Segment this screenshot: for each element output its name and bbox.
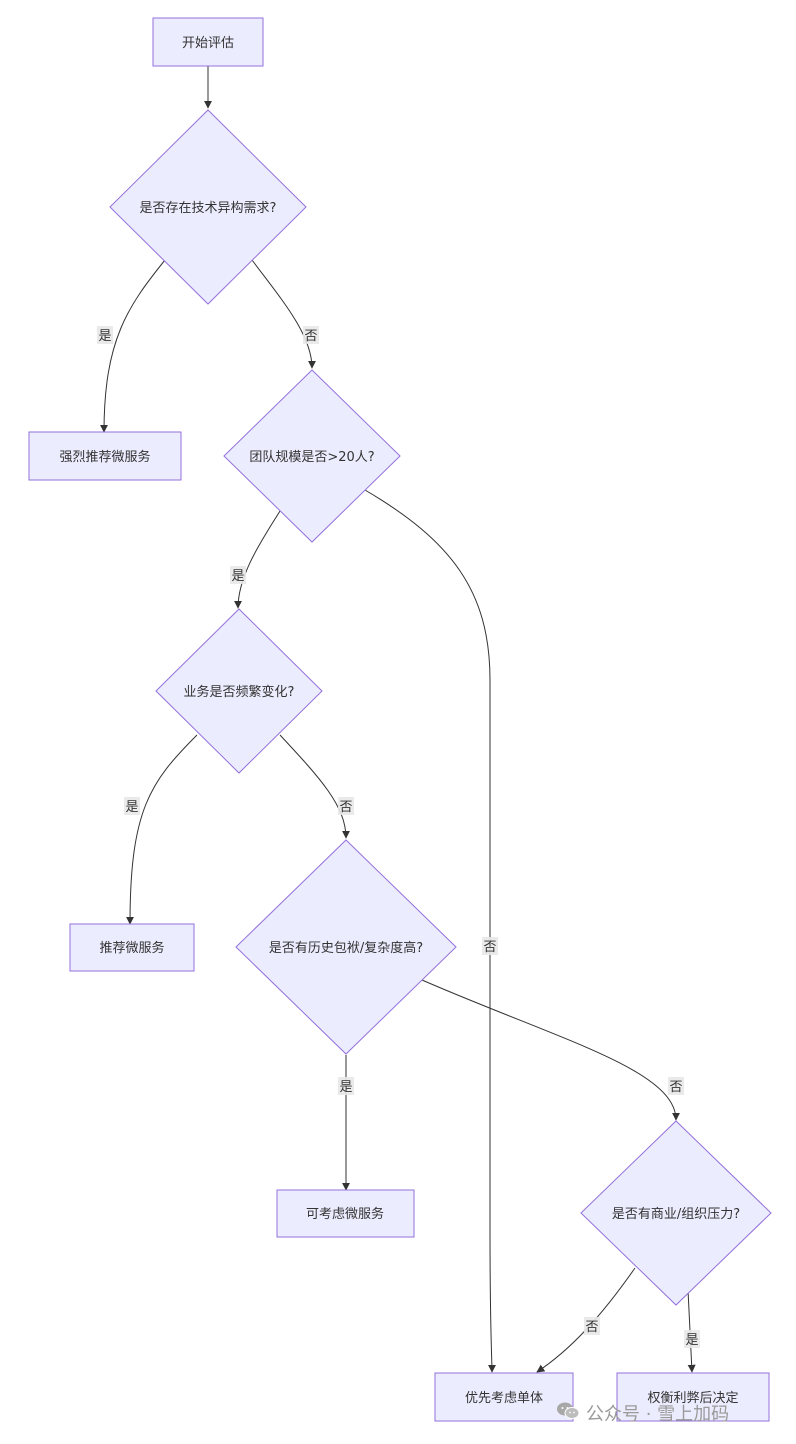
edge-label-business-no: 否 — [338, 797, 354, 815]
node-q-hetero: 是否存在技术异构需求? — [109, 109, 307, 305]
edge-label-legacy-no: 否 — [668, 1077, 684, 1095]
node-tradeoff: 权衡利弊后决定 — [616, 1372, 770, 1422]
edge-legacy-no — [421, 979, 680, 1121]
wechat-icon — [556, 1401, 580, 1426]
svg-text:否: 否 — [339, 800, 352, 815]
edge-team-no — [364, 489, 496, 1373]
edge-label-business-yes: 是 — [124, 797, 140, 815]
edge-label-team-no: 否 — [482, 937, 498, 955]
svg-text:推荐微服务: 推荐微服务 — [99, 940, 164, 956]
svg-text:是: 是 — [125, 800, 138, 815]
svg-text:是: 是 — [685, 1333, 698, 1348]
node-consider-micro: 可考虑微服务 — [276, 1189, 415, 1238]
svg-text:是: 是 — [98, 329, 111, 344]
watermark-text: 公众号 · 雪上加码 — [586, 1404, 730, 1425]
edge-label-legacy-yes: 是 — [338, 1077, 354, 1095]
watermark: 公众号 · 雪上加码 — [556, 1400, 729, 1426]
edge-label-hetero-yes: 是 — [97, 326, 113, 344]
node-start: 开始评估 — [152, 17, 264, 67]
svg-text:否: 否 — [585, 1320, 598, 1335]
svg-text:开始评估: 开始评估 — [182, 36, 234, 51]
svg-text:是否有历史包袱/复杂度高?: 是否有历史包袱/复杂度高? — [269, 940, 423, 956]
edge-business-yes — [126, 734, 198, 925]
svg-text:团队规模是否>20人?: 团队规模是否>20人? — [249, 450, 374, 465]
svg-text:权衡利弊后决定: 权衡利弊后决定 — [647, 1390, 738, 1406]
edge-team-yes — [234, 510, 281, 609]
edge-label-pressure-yes: 是 — [684, 1330, 700, 1348]
svg-text:优先考虑单体: 优先考虑单体 — [465, 1391, 543, 1406]
edge-label-pressure-no: 否 — [584, 1317, 600, 1335]
edge-business-no — [279, 734, 350, 839]
edge-label-hetero-no: 否 — [303, 326, 319, 344]
edge-labels: 是 否 是 否 是 否 是 否 — [97, 326, 700, 1348]
edge-hetero-no — [251, 259, 316, 369]
svg-text:是否存在技术异构需求?: 是否存在技术异构需求? — [140, 201, 277, 216]
edge-label-team-yes: 是 — [230, 566, 246, 584]
svg-text:可考虑微服务: 可考虑微服务 — [306, 1206, 384, 1222]
node-q-business: 业务是否频繁变化? — [155, 608, 323, 774]
svg-text:否: 否 — [669, 1080, 682, 1095]
svg-text:强烈推荐微服务: 强烈推荐微服务 — [59, 449, 150, 465]
svg-text:否: 否 — [483, 940, 496, 955]
node-recommend-micro: 推荐微服务 — [69, 923, 195, 972]
svg-text:否: 否 — [304, 329, 317, 344]
edges — [100, 66, 696, 1373]
edge-hetero-yes — [100, 259, 166, 433]
node-q-team: 团队规模是否>20人? — [223, 369, 401, 543]
node-q-pressure: 是否有商业/组织压力? — [580, 1120, 772, 1306]
nodes: 开始评估 是否存在技术异构需求? 强烈推荐微服务 团队规模是否>20人? 业务是… — [28, 17, 772, 1422]
svg-text:业务是否频繁变化?: 业务是否频繁变化? — [184, 684, 295, 700]
node-monolith: 优先考虑单体 — [434, 1372, 574, 1422]
svg-text:是: 是 — [339, 1080, 352, 1095]
svg-text:是: 是 — [231, 569, 244, 584]
node-q-legacy: 是否有历史包袱/复杂度高? — [235, 839, 457, 1055]
node-strong-micro: 强烈推荐微服务 — [28, 431, 182, 481]
svg-text:是否有商业/组织压力?: 是否有商业/组织压力? — [612, 1207, 740, 1222]
